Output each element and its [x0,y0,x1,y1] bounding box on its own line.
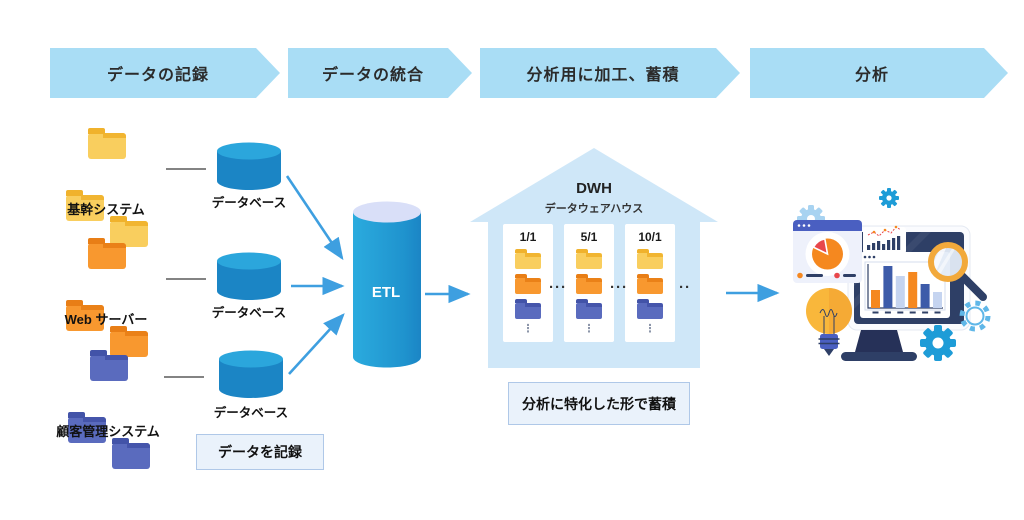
folder-icon [576,299,602,319]
database-label: データベース [211,196,287,210]
ellipsis-separator: ··· [610,279,628,296]
process-step-label: 分析用に加工、蓄積 [526,67,680,84]
folder-icon [515,249,541,269]
folder-icon [637,299,663,319]
more-ellipsis: ⋮ [644,323,656,335]
dwh-column: 5/1 ⋮ [564,224,614,342]
process-step-record: データの記録 [50,48,280,98]
more-ellipsis: ⋮ [583,323,595,335]
dwh-subtitle: データウェアハウス [544,203,644,215]
folder-icon [110,216,148,247]
record-note-box: データを記録 [196,434,324,470]
dwh-title: DWH [576,180,612,197]
process-step-label: データの記録 [106,67,209,84]
monitor-analytics-illustration [793,188,991,361]
gear-icon [959,300,991,332]
magnifier-icon [928,242,987,301]
dwh-note-box: 分析に特化した形で蓄積 [508,382,690,425]
folder-icon [637,274,663,294]
folder-icon [576,249,602,269]
folder-icon [90,350,128,381]
database-label: データベース [213,406,289,420]
mini-stats-panel-icon [863,225,906,254]
database-cylinder-icon [217,142,281,190]
monitor-stand [841,330,917,361]
folder-icon [637,249,663,269]
folder-icon [88,128,126,159]
folder-icon [88,238,126,269]
dwh-date-label: 5/1 [580,230,598,244]
source-label: Web サーバー [64,312,148,327]
browser-pie-chart-icon [793,220,862,283]
folder-icon [66,190,104,221]
process-step-label: データの統合 [321,67,424,84]
dwh-date-label: 10/1 [638,230,662,244]
gear-icon [879,188,899,208]
folder-icon [112,438,150,469]
source-label: 顧客管理システム [56,424,160,439]
record-note-label: データを記録 [218,444,302,460]
source-label: 基幹システム [67,202,145,217]
process-step-integrate: データの統合 [288,48,472,98]
folder-icon [110,326,148,357]
process-step-label: 分析 [854,67,889,84]
etl-cylinder-icon [353,201,421,368]
lightbulb-icon [806,288,852,356]
folder-icon [68,412,106,443]
dwh-note-label: 分析に特化した形で蓄積 [522,395,676,412]
process-step-analyze: 分析 [750,48,1008,98]
folder-icon [515,274,541,294]
bar-chart-window-icon [860,252,950,318]
ellipsis-separator: ··· [549,279,567,296]
source-group-web-server [66,238,148,357]
etl-label: ETL [371,284,401,301]
dwh-column: 10/1 ⋮ [625,224,675,342]
more-ellipsis: ⋮ [522,323,534,335]
database-label: データベース [211,306,287,320]
dwh-column: 1/1 ⋮ [503,224,553,342]
folder-icon [66,300,104,331]
process-step-store: 分析用に加工、蓄積 [480,48,740,98]
folder-icon [515,299,541,319]
database-cylinder-icon [219,350,283,398]
database-cylinder-icon [217,252,281,300]
source-group-crm [68,350,150,469]
gear-icon [920,325,956,361]
folder-icon [576,274,602,294]
dwh-date-label: 1/1 [519,230,537,244]
source-group-core-system [66,128,148,247]
ellipsis-separator: ·· [679,279,691,296]
